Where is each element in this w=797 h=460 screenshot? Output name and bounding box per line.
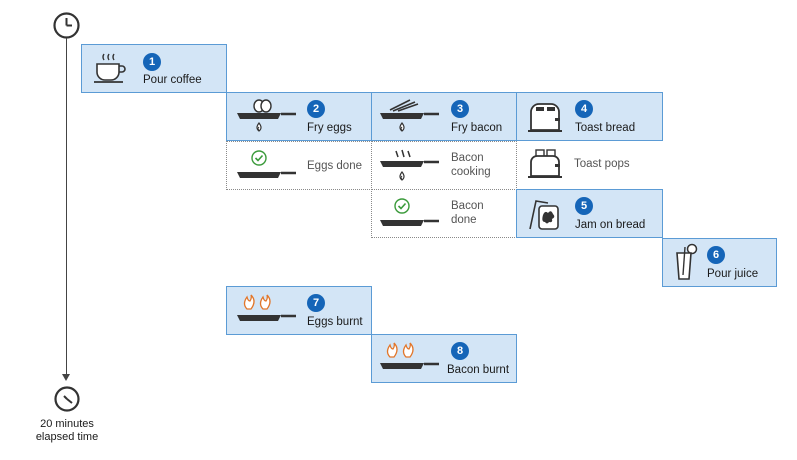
step-fry-bacon: 3 Fry bacon [371, 92, 517, 141]
step-label: Eggs burnt [307, 316, 363, 328]
step-number-badge: 7 [307, 294, 325, 312]
juice-glass-icon [672, 243, 700, 288]
state-label: Toast pops [574, 158, 630, 170]
state-label-line1: Bacon [451, 152, 484, 164]
step-pour-coffee: 1 Pour coffee [81, 44, 227, 93]
state-bacon-cooking: Bacon cooking [371, 141, 517, 190]
step-toast-bread: 4 Toast bread [516, 92, 663, 141]
check-pan-icon [235, 150, 297, 187]
step-label: Pour juice [707, 268, 759, 280]
state-bacon-done: Bacon done [371, 189, 517, 238]
burning-pan-icon [378, 341, 440, 380]
coffee-cup-icon [93, 51, 129, 90]
frying-pan-bacon-icon [378, 97, 440, 142]
step-number-badge: 3 [451, 100, 469, 118]
step-number-badge: 4 [575, 100, 593, 118]
clock-end-icon [53, 385, 81, 418]
step-eggs-burnt: 7 Eggs burnt [226, 286, 372, 335]
step-number-badge: 5 [575, 197, 593, 215]
step-number-badge: 1 [143, 53, 161, 71]
elapsed-time-label: 20 minutes elapsed time [28, 418, 106, 444]
state-label: Eggs done [307, 160, 362, 172]
clock-start-icon [52, 11, 81, 45]
step-label: Fry eggs [307, 122, 352, 134]
step-label: Jam on bread [575, 219, 646, 231]
state-label-line2: cooking [451, 166, 491, 178]
step-label: Bacon burnt [447, 364, 510, 376]
jam-toast-icon [526, 196, 562, 237]
step-label: Toast bread [575, 122, 636, 134]
elapsed-time-line2: elapsed time [35, 431, 99, 443]
state-label-line1: Bacon [451, 200, 484, 212]
toaster-pop-icon [526, 148, 564, 185]
state-toast-pops: Toast pops [516, 141, 663, 190]
timeline-arrowhead [62, 374, 70, 381]
step-number-badge: 2 [307, 100, 325, 118]
step-label: Fry bacon [451, 122, 503, 134]
cooking-pan-icon [378, 147, 440, 192]
toaster-icon [526, 100, 564, 139]
step-bacon-burnt: 8 Bacon burnt [371, 334, 517, 383]
step-label: Pour coffee [143, 74, 202, 86]
step-fry-eggs: 2 Fry eggs [226, 92, 372, 141]
step-number-badge: 6 [707, 246, 725, 264]
step-pour-juice: 6 Pour juice [662, 238, 777, 287]
check-pan-icon [378, 198, 440, 235]
elapsed-time-line1: 20 minutes [40, 418, 94, 430]
state-eggs-done: Eggs done [226, 141, 372, 190]
frying-pan-eggs-icon [235, 97, 297, 142]
burning-pan-icon [235, 293, 297, 332]
step-number-badge: 8 [451, 342, 469, 360]
state-label-line2: done [451, 214, 477, 226]
timeline-line [66, 38, 67, 378]
step-jam-on-bread: 5 Jam on bread [516, 189, 663, 238]
